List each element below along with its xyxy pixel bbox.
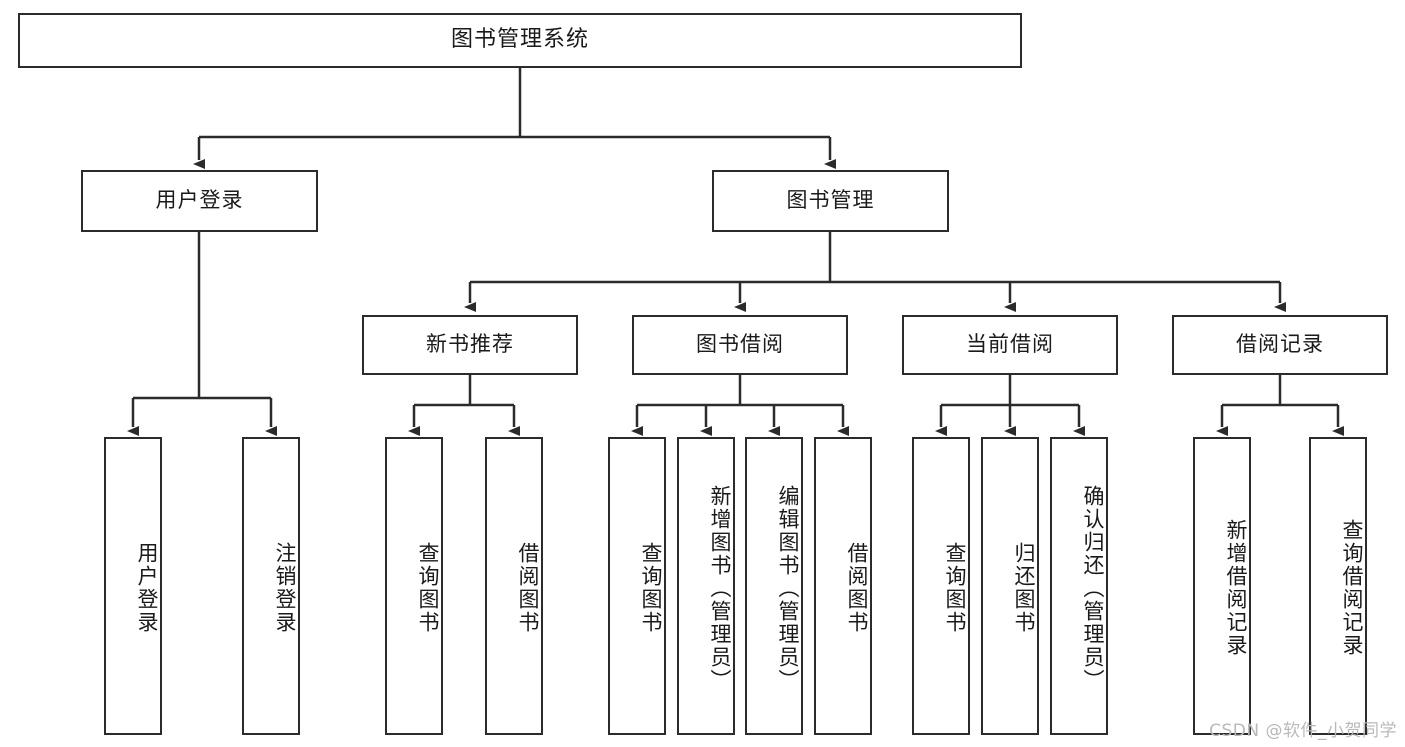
node-label: 借阅图书 [516, 542, 540, 634]
node-current-borrow[interactable]: 当前借阅 [902, 315, 1118, 375]
node-label: 归还图书 [1012, 542, 1036, 634]
node-root-library-system[interactable]: 图书管理系统 [18, 13, 1022, 68]
node-label: 查询图书 [943, 542, 967, 634]
node-label: 图书借阅 [696, 332, 784, 357]
node-book-borrow[interactable]: 图书借阅 [632, 315, 848, 375]
leaf-recommend-borrow-book[interactable]: 借阅图书 [485, 437, 543, 735]
leaf-borrow-add-book-admin[interactable]: 新增图书（管理员） [677, 437, 735, 735]
node-label: 查询借阅记录 [1340, 519, 1364, 657]
leaf-user-login-logout[interactable]: 注销登录 [242, 437, 300, 735]
node-label: 用户登录 [135, 542, 159, 634]
leaf-record-query-record[interactable]: 查询借阅记录 [1309, 437, 1367, 735]
node-book-management[interactable]: 图书管理 [712, 170, 949, 232]
node-user-login[interactable]: 用户登录 [81, 170, 318, 232]
node-label: 借阅图书 [845, 542, 869, 634]
node-label: 查询图书 [416, 542, 440, 634]
node-label: 当前借阅 [966, 332, 1054, 357]
leaf-current-query-book[interactable]: 查询图书 [912, 437, 970, 735]
node-label: 用户登录 [155, 188, 244, 213]
node-label: 注销登录 [273, 542, 297, 634]
leaf-borrow-query-book[interactable]: 查询图书 [608, 437, 666, 735]
node-label: 查询图书 [639, 542, 663, 634]
leaf-current-return-book[interactable]: 归还图书 [981, 437, 1039, 735]
node-label: 图书管理 [786, 188, 875, 213]
leaf-borrow-edit-book-admin[interactable]: 编辑图书（管理员） [745, 437, 803, 735]
leaf-recommend-query-book[interactable]: 查询图书 [385, 437, 443, 735]
node-new-book-recommend[interactable]: 新书推荐 [362, 315, 578, 375]
node-label: 编辑图书（管理员） [776, 484, 800, 692]
leaf-current-confirm-return-admin[interactable]: 确认归还（管理员） [1050, 437, 1108, 735]
node-label: 新增图书（管理员） [708, 484, 732, 692]
leaf-record-add-record[interactable]: 新增借阅记录 [1193, 437, 1251, 735]
leaf-borrow-borrow-book[interactable]: 借阅图书 [814, 437, 872, 735]
node-label: 确认归还（管理员） [1081, 484, 1105, 692]
node-borrow-record[interactable]: 借阅记录 [1172, 315, 1388, 375]
node-label: 新书推荐 [426, 332, 514, 357]
node-label: 新增借阅记录 [1224, 519, 1248, 657]
node-label: 借阅记录 [1236, 332, 1324, 357]
node-label: 图书管理系统 [450, 27, 589, 53]
leaf-user-login-login[interactable]: 用户登录 [104, 437, 162, 735]
